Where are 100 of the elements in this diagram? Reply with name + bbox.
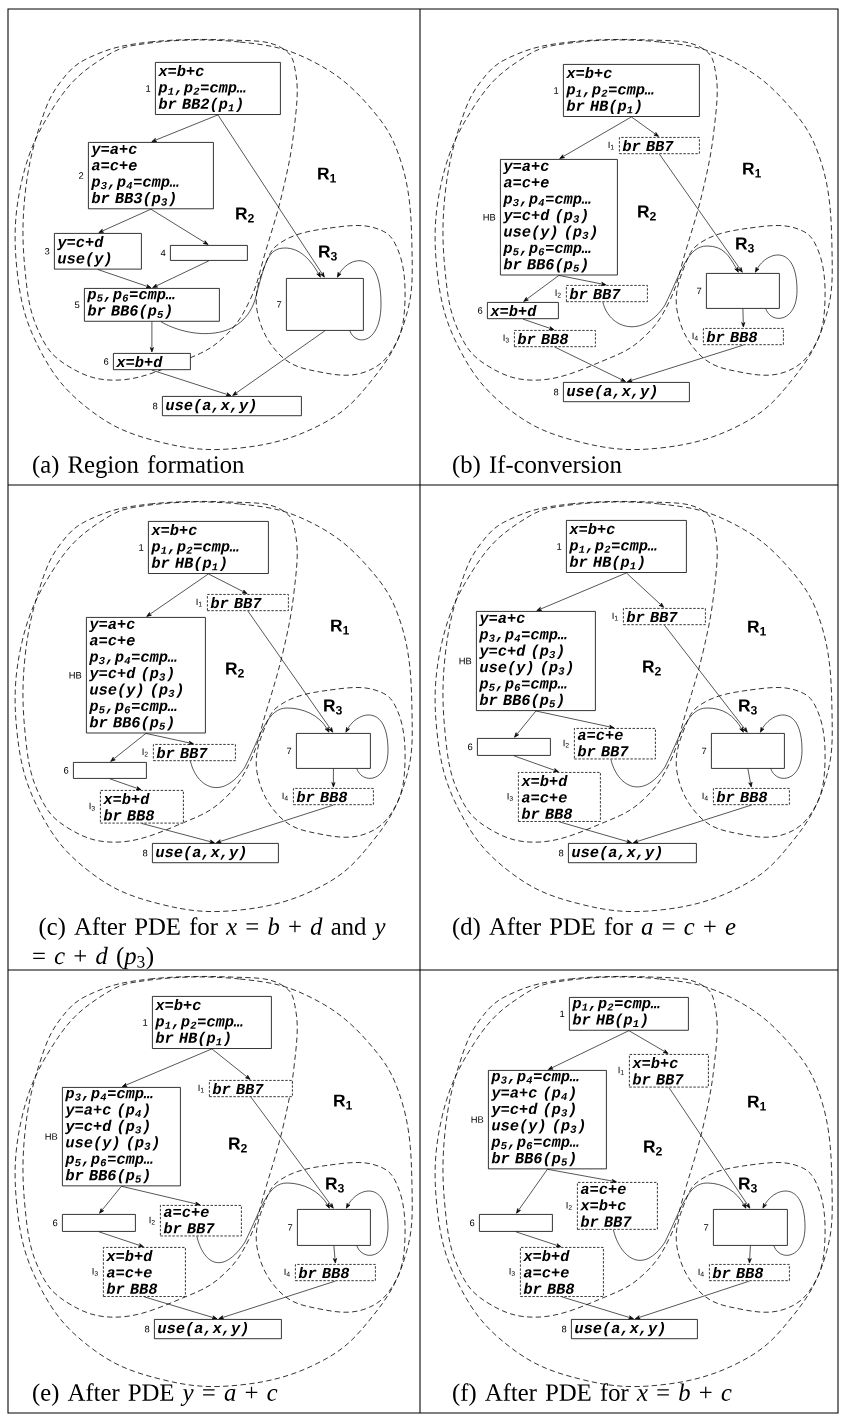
block-number: 6 [104, 358, 109, 365]
loop-arrow [760, 714, 803, 779]
node-label: a=c+e [91, 161, 137, 171]
code-block: x=b+d [487, 302, 559, 320]
node-label: y=a+c [503, 161, 549, 175]
arrow [98, 208, 152, 233]
arrow [218, 1280, 336, 1320]
block-number: 1 [146, 85, 151, 92]
node-label: y=a+c [91, 144, 137, 158]
block-number: I$_{4}$ [702, 792, 708, 801]
code-block: x=b+d a=c+e br BB8 [520, 1247, 604, 1297]
arrow [332, 1245, 337, 1264]
code-block: x=b+c p$_{1}$,p$_{2}$=cmp… br HB(p$_{1}$) [566, 520, 687, 573]
node-label: y=a+c (p$_{4}$) [65, 1103, 149, 1118]
block-number: 1 [139, 544, 144, 551]
node-label: use(y) (p$_{3}$) [66, 1136, 159, 1151]
region-label: R$_{2}$ [229, 1137, 247, 1153]
arrow [554, 346, 626, 382]
loop-arrow [755, 254, 798, 319]
arrow [523, 275, 560, 302]
code-block: br BB7 [153, 744, 236, 762]
arrow [535, 710, 615, 729]
block-number: 4 [160, 249, 166, 257]
code-block: br BB8 [514, 330, 596, 348]
code-block: use(a,x,y) [162, 396, 302, 417]
arrow [216, 804, 334, 844]
block-number: HB [483, 214, 496, 221]
arrow [627, 344, 744, 383]
code-block: p$_{3}$,p$_{4}$=cmp… y=a+c (p$_{4}$) y=c+d (p$_{3}$) use(y) (p$_{3}$) p$_{5}$,p$_{6}$=cmp… br BB6(p$_{5}$) [488, 1070, 607, 1170]
arrow [110, 733, 147, 762]
code-block: a=c+e br BB7 [160, 1205, 242, 1237]
block-number: 7 [287, 747, 292, 755]
node-label: use(y) (p$_{3}$) [492, 1119, 585, 1134]
node-label: p$_{3}$,p$_{4}$=cmp… [91, 178, 179, 190]
arrow [513, 755, 559, 773]
node-label: y=c+d (p$_{3}$) [479, 644, 563, 659]
arrow [747, 1245, 752, 1264]
arrow [747, 768, 753, 788]
node-label: a=c+e [89, 636, 135, 646]
block-number: I$_{1}$ [198, 1084, 204, 1093]
code-block: p$_{1}$,p$_{2}$=cmp… br HB(p$_{1}$) [569, 997, 689, 1031]
code-block: x=b+c p$_{1}$,p$_{2}$=cmp… br HB(p$_{1}$) [152, 996, 272, 1049]
arrow [145, 733, 194, 745]
arrow [626, 572, 664, 608]
block-number: 8 [561, 1325, 567, 1333]
node-label: y=c+d (p$_{3}$) [65, 1119, 149, 1135]
caption: (c) After PDE for x = b + d and y = c + d (p$_{3}$) [33, 917, 386, 970]
block-number: HB [45, 1133, 58, 1140]
code-block: br BB7 [209, 1080, 293, 1098]
code-block: x=b+c p$_{1}$,p$_{2}$=cmp… br HB(p$_{1}$) [563, 64, 700, 117]
node-label: p$_{5}$,p$_{6}$=cmp… [503, 244, 591, 257]
block-number: I$_{4}$ [282, 792, 288, 801]
block-number: I$_{4}$ [698, 1268, 704, 1277]
block-number: 7 [704, 1224, 709, 1231]
block-number: 8 [144, 1325, 150, 1333]
node-label: br BB6(p$_{5}$) [479, 693, 563, 709]
arrow [99, 1185, 122, 1214]
loop-arrow [337, 260, 382, 341]
code-block: x=b+c br BB7 [629, 1054, 709, 1088]
region-label: R$_{1}$ [334, 1094, 352, 1110]
block-number: 6 [478, 307, 483, 314]
node-label: br BB6(p$_{5}$) [89, 716, 173, 731]
block-number: I$_{1}$ [196, 598, 202, 607]
block-number: I$_{3}$ [509, 1268, 515, 1276]
code-block: x=b+c p$_{1}$,p$_{2}$=cmp… br BB2(p$_{1}$) [155, 62, 281, 115]
block-number: I$_{4}$ [284, 1268, 290, 1277]
node-label: use(y) (p$_{3}$) [480, 661, 573, 676]
arrow [217, 114, 325, 278]
code-block: br BB7 [566, 285, 648, 303]
curved-arrow [613, 1182, 747, 1261]
block-number: 6 [64, 767, 69, 774]
block-number: I$_{1}$ [608, 141, 614, 150]
caption: (e) After PDE y = a + c [33, 1383, 278, 1406]
arrow [211, 1048, 251, 1080]
code-block: y=a+c a=c+e p$_{3}$,p$_{4}$=cmp… y=c+d (p$_{3}$) use(y) (p$_{3}$) p$_{5}$,p$_{6}$=cmp… br BB6(p$_{5}$) [86, 617, 206, 734]
block-number: I$_{2}$ [563, 739, 569, 748]
arrow [536, 572, 627, 611]
arrow [631, 116, 659, 137]
block-number: I$_{1}$ [618, 1066, 624, 1075]
arrow [98, 1231, 144, 1248]
block-number: I$_{3}$ [89, 802, 95, 811]
arrow [149, 321, 154, 353]
curved-arrow [196, 1182, 330, 1263]
code-block: x=b+d [113, 353, 191, 371]
arrow [559, 116, 632, 159]
block-number: 8 [152, 402, 158, 410]
node-label: y=c+d (p$_{3}$) [491, 1102, 575, 1118]
node-label: p$_{3}$,p$_{4}$=cmp… [479, 631, 567, 643]
node-label: p$_{3}$,p$_{4}$=cmp… [65, 1089, 153, 1102]
node-label: use(y) (p$_{3}$) [504, 225, 597, 240]
node-label: y=a+c [479, 613, 525, 627]
arrow [633, 804, 752, 844]
code-block: use(a,x,y) [152, 843, 279, 864]
node-label: y=a+c [89, 619, 135, 633]
node-label: p$_{3}$,p$_{4}$=cmp… [89, 653, 177, 665]
node-label: y=c+d (p$_{3}$) [89, 667, 173, 682]
node-label: p$_{3}$,p$_{4}$=cmp… [491, 1072, 579, 1085]
node-label: p$_{5}$,p$_{6}$=cmp… [65, 1155, 153, 1167]
node-label: y=c+d (p$_{3}$) [503, 209, 587, 224]
node-label: p$_{5}$,p$_{6}$=cmp… [491, 1138, 579, 1150]
